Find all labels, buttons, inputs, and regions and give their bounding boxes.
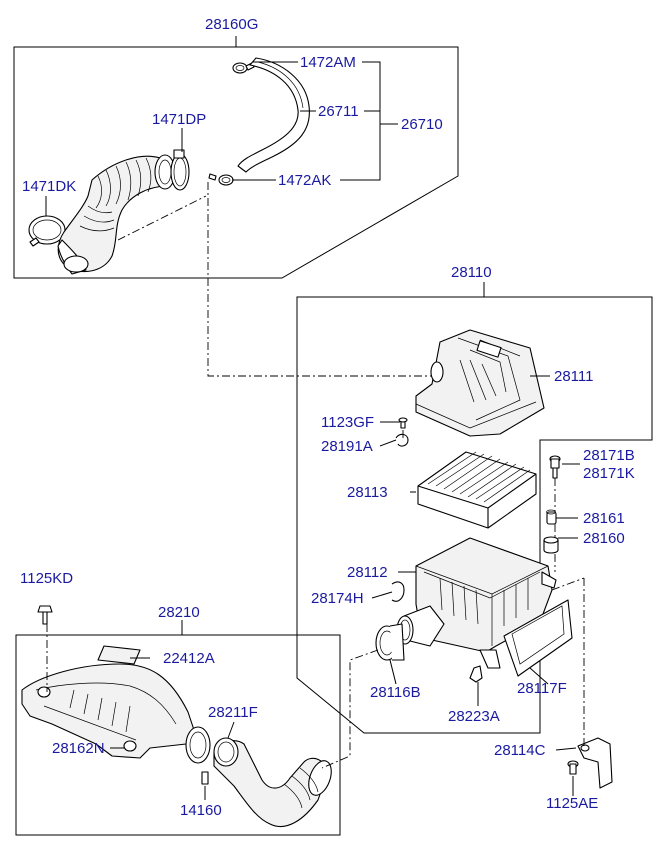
cover-screw (398, 417, 408, 429)
connection-lines (46, 182, 585, 769)
label-28117f[interactable]: 28117F (517, 680, 567, 697)
label-28111[interactable]: 28111 (554, 368, 594, 385)
small-clip (469, 665, 483, 683)
air-cleaner-body (396, 537, 557, 669)
body-gasket (503, 599, 573, 677)
hose-ribs (79, 157, 152, 232)
duct-bolt (37, 605, 53, 625)
label-1472am[interactable]: 1472AM (300, 54, 356, 71)
intake-hose-assembly (28, 149, 190, 275)
frame-duct-group (15, 634, 341, 836)
label-28174h[interactable]: 28174H (311, 590, 364, 607)
bolt-assembly (549, 455, 561, 479)
cover-hook (395, 433, 409, 447)
mounting-bracket (577, 737, 613, 789)
label-1472ak[interactable]: 1472AK (278, 172, 331, 189)
label-28110[interactable]: 28110 (451, 264, 492, 281)
label-28160[interactable]: 28160 (583, 530, 625, 547)
breather-hose (237, 57, 310, 173)
clamp-bottom (208, 173, 234, 186)
label-28114c[interactable]: 28114C (494, 742, 546, 759)
label-28210[interactable]: 28210 (158, 604, 200, 621)
label-28161[interactable]: 28161 (583, 510, 625, 527)
part-labels: 28160G 1472AM 26711 26710 1471DP 1471DK … (20, 16, 635, 819)
label-28171k[interactable]: 28171K (583, 465, 635, 482)
caution-label (97, 645, 141, 665)
label-1123gf[interactable]: 1123GF (321, 414, 374, 431)
label-28112[interactable]: 28112 (347, 564, 388, 581)
label-26711[interactable]: 26711 (318, 103, 359, 120)
label-28191a[interactable]: 28191A (321, 438, 373, 455)
label-28223a[interactable]: 28223A (448, 708, 500, 725)
filter-element (417, 451, 537, 529)
air-duct (21, 663, 197, 759)
hose-clamp (170, 149, 190, 191)
label-28171b[interactable]: 28171B (583, 447, 635, 464)
label-28116b[interactable]: 28116B (370, 684, 421, 701)
label-1471dk[interactable]: 1471DK (22, 178, 76, 195)
label-1471dp[interactable]: 1471DP (152, 111, 206, 128)
sleeve (546, 509, 557, 525)
pipe-nipple (201, 771, 209, 785)
label-14160[interactable]: 14160 (180, 802, 222, 819)
label-28211f[interactable]: 28211F (208, 704, 258, 721)
clamp-top (232, 62, 255, 74)
duct-clamp (185, 726, 211, 764)
leader-lines (45, 36, 580, 800)
label-26710[interactable]: 26710 (401, 116, 443, 133)
label-1125kd[interactable]: 1125KD (20, 570, 73, 587)
hose-connector-ring (375, 623, 405, 661)
label-28113[interactable]: 28113 (347, 484, 388, 501)
label-28162n[interactable]: 28162N (52, 740, 105, 757)
body-clip (391, 581, 405, 602)
label-22412a[interactable]: 22412A (163, 650, 215, 667)
label-1125ae[interactable]: 1125AE (546, 795, 598, 812)
breather-hose-assembly (208, 57, 310, 186)
frame-intake-hose-group (13, 46, 459, 279)
duct-hose (213, 737, 332, 827)
bracket-bolt (567, 760, 579, 775)
label-28160g[interactable]: 28160G (205, 16, 258, 33)
grommet (543, 536, 559, 554)
air-cleaner-cover (415, 329, 545, 437)
